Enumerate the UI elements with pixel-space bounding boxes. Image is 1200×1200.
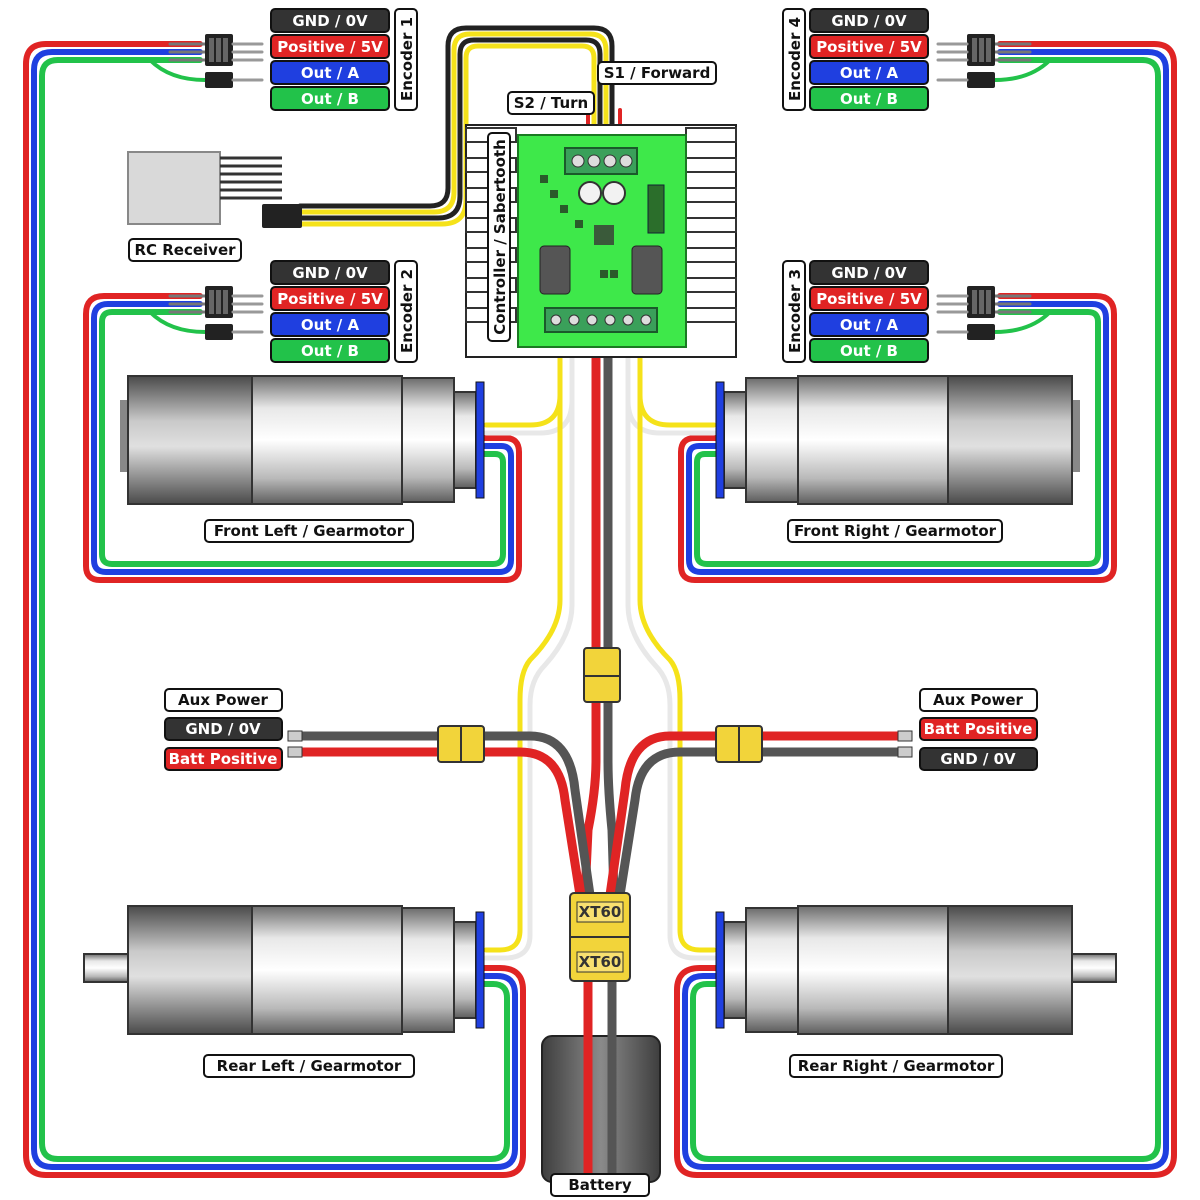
encoder2-cable [83,293,522,583]
motor-wires [483,337,717,961]
encoder4-pin-labels: Encoder 4 GND / 0V Positive / 5V Out / A… [782,8,929,111]
controller-label: Controller / Sabertooth [491,139,509,335]
rear-right-label-box: Rear Right / Gearmotor [789,1054,1003,1078]
encoder2-b-label: Out / B [301,342,359,360]
encoder1-long-cable [23,41,526,1178]
battery-label: Battery [568,1176,631,1194]
aux-left-pos-label: Batt Positive [169,750,278,768]
rear-left-label-box: Rear Left / Gearmotor [203,1054,415,1078]
encoder2-connector [205,286,264,340]
encoder3-pos-label: Positive / 5V [816,290,922,308]
aux-left-title: Aux Power [178,691,269,709]
encoder1-gnd-label: GND / 0V [292,12,368,30]
encoder3-cable [678,293,1117,583]
encoder3-pin-labels: Encoder 3 GND / 0V Positive / 5V Out / A… [782,260,929,363]
s2-turn-label-box: S2 / Turn [507,91,595,115]
encoder1-b-label: Out / B [301,90,359,108]
encoder4-connector [936,34,995,88]
motor-rear-left [83,905,485,1035]
aux-right-gnd-label: GND / 0V [940,750,1016,768]
encoder4-b-label: Out / B [840,90,898,108]
aux-right-title: Aux Power [933,691,1024,709]
front-right-label-box: Front Right / Gearmotor [787,519,1003,543]
encoder2-pin-labels: GND / 0V Positive / 5V Out / A Out / B E… [270,260,418,363]
encoder3-connector [936,286,995,340]
encoder1-title: Encoder 1 [398,17,416,101]
aux-right-labels: Aux Power Batt Positive GND / 0V [919,688,1038,771]
encoder3-title: Encoder 3 [786,269,804,353]
front-left-label: Front Left / Gearmotor [214,522,405,540]
aux-left-wire-tips [287,730,303,758]
xt60-battery-connector: XT60 XT60 [569,892,631,982]
battery-pack [541,1015,661,1185]
aux-left-gnd-label: GND / 0V [185,720,261,738]
encoder2-gnd-label: GND / 0V [292,264,368,282]
front-left-label-box: Front Left / Gearmotor [204,519,414,543]
encoder4-pos-label: Positive / 5V [816,38,922,56]
encoder4-a-label: Out / A [840,64,899,82]
motor-rear-right [715,905,1117,1035]
front-right-label: Front Right / Gearmotor [794,522,997,540]
encoder2-pos-label: Positive / 5V [277,290,383,308]
encoder3-b-label: Out / B [840,342,898,360]
encoder4-gnd-label: GND / 0V [831,12,907,30]
s1-forward-label-box: S1 / Forward [597,61,717,85]
rc-receiver [127,151,302,228]
aux-right-pos-label: Batt Positive [924,720,1033,738]
encoder1-pin-labels: GND / 0V Positive / 5V Out / A Out / B E… [270,8,418,111]
rear-right-label: Rear Right / Gearmotor [798,1057,995,1075]
rc-receiver-label-box: RC Receiver [128,238,242,262]
encoder4-title: Encoder 4 [786,17,804,101]
encoder2-a-label: Out / A [301,316,360,334]
xt60-bottom-label: XT60 [579,953,622,971]
xt60-top-label: XT60 [579,903,622,921]
encoder2-title: Encoder 2 [398,269,416,353]
s2-turn-label: S2 / Turn [514,94,589,112]
encoder3-a-label: Out / A [840,316,899,334]
motor-front-left [120,375,485,505]
encoder1-connector [205,34,264,88]
aux-left-labels: Aux Power GND / 0V Batt Positive [164,688,283,771]
rc-receiver-label: RC Receiver [134,241,236,259]
xt60-aux-left-connector [437,725,485,763]
rear-left-label: Rear Left / Gearmotor [217,1057,402,1075]
s1-forward-label: S1 / Forward [604,64,711,82]
xt60-aux-right-connector [715,725,763,763]
controller-label-box: Controller / Sabertooth [487,132,511,342]
xt60-controller-connector [583,647,621,703]
encoder3-gnd-label: GND / 0V [831,264,907,282]
encoder1-a-label: Out / A [301,64,360,82]
battery-label-box: Battery [550,1173,650,1197]
aux-right-wire-tips [897,730,913,758]
encoder1-pos-label: Positive / 5V [277,38,383,56]
encoder-pigtails [148,42,1052,334]
encoder4-long-cable [674,41,1177,1178]
motor-front-right [715,375,1080,505]
